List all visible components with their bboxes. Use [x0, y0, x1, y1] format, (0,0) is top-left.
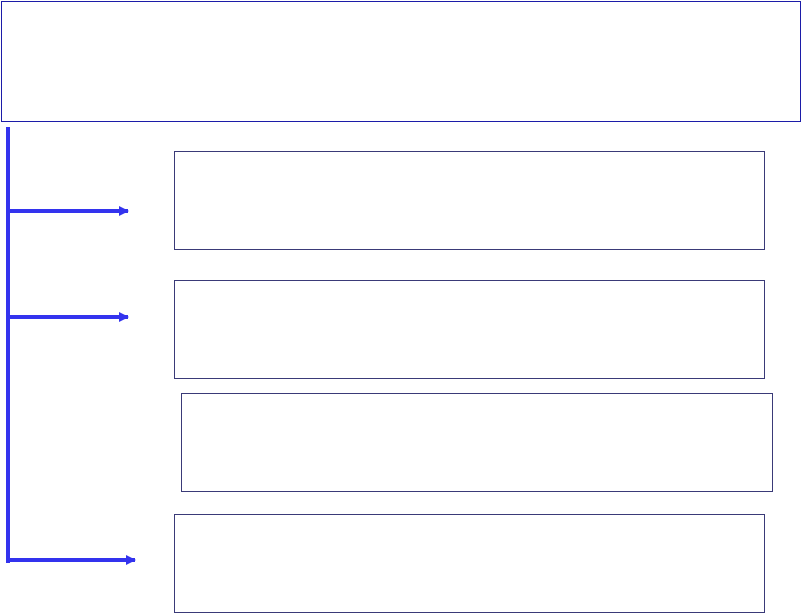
content-box-2	[174, 280, 765, 379]
content-box-1	[174, 151, 765, 250]
header-box	[1, 1, 801, 122]
content-box-3	[181, 393, 773, 492]
content-box-4	[174, 514, 765, 613]
